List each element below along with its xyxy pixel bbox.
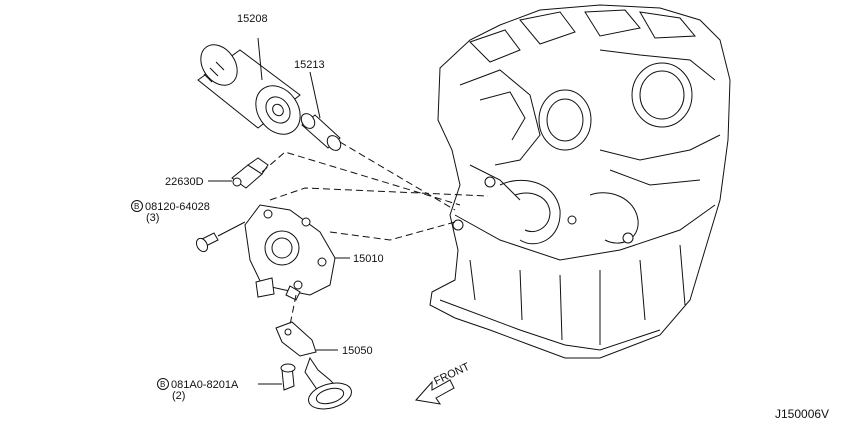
oil-filter	[197, 37, 301, 135]
bolt-b-badge	[157, 378, 169, 390]
bolt-a-code: 08120-64028	[145, 201, 210, 213]
oil-strainer-gasket	[275, 321, 352, 410]
mounting-bolt-a	[195, 221, 246, 253]
label-bolt-b: B 081A0-8201A (2)	[157, 378, 239, 402]
bolt-a-prefix: B	[134, 202, 139, 211]
engine-block	[429, 4, 731, 359]
label-oil-filter: 15208	[237, 13, 268, 25]
diagram-id: J150006V	[775, 407, 829, 421]
label-gasket: 15050	[342, 345, 373, 357]
label-connector: 15213	[294, 59, 325, 71]
bolt-b-code: 081A0-8201A	[171, 379, 239, 391]
assembly-lines	[261, 141, 489, 326]
label-pressure-switch: 22630D	[165, 176, 204, 188]
label-bolt-a: B 08120-64028 (3)	[131, 200, 210, 224]
bolt-a-qty: (3)	[146, 212, 159, 224]
label-oil-pump: 15010	[353, 253, 384, 265]
bolt-a-badge	[131, 200, 143, 212]
mounting-bolt-b	[258, 363, 296, 391]
bolt-b-qty: (2)	[172, 390, 185, 402]
oil-pressure-switch	[208, 157, 269, 189]
front-direction-arrow	[415, 379, 455, 405]
oil-pump	[244, 204, 350, 301]
bolt-b-prefix: B	[160, 380, 165, 389]
connector	[300, 71, 342, 151]
